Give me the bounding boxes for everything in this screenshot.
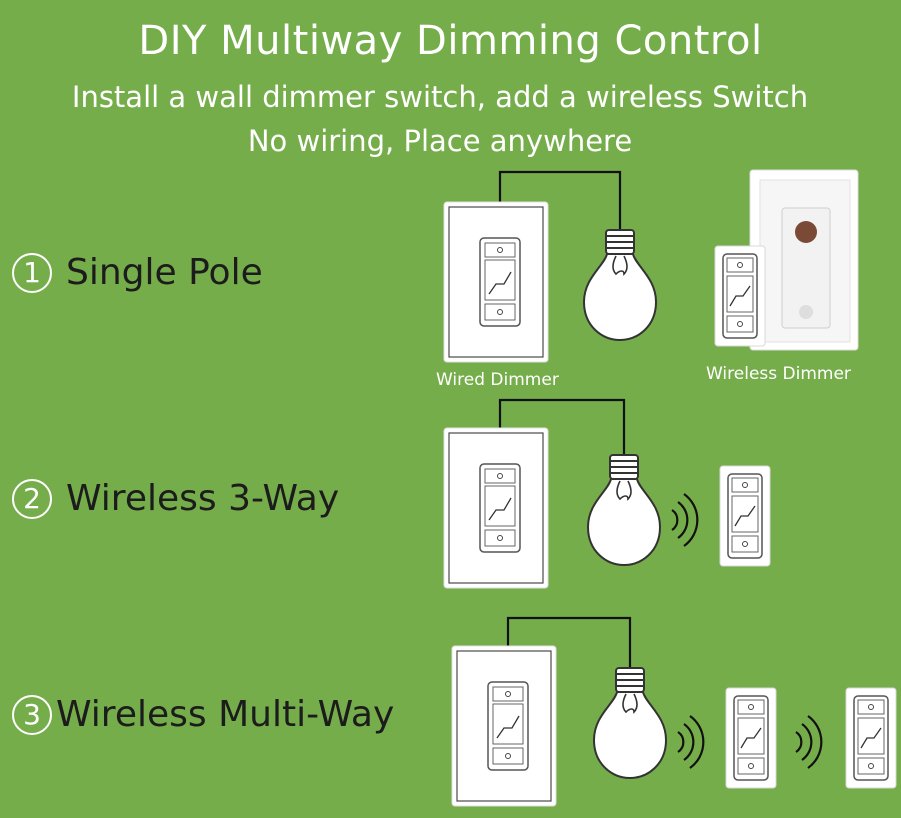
wired-dimmer-switch-icon [443, 201, 549, 363]
page-title: DIY Multiway Dimming Control [138, 18, 763, 64]
option-wireless-3way: 2 Wireless 3-Way [12, 478, 339, 519]
option-single-pole: 1 Single Pole [12, 252, 263, 293]
light-bulb-icon [583, 229, 657, 341]
option-label: Single Pole [66, 252, 263, 293]
light-bulb-icon [593, 667, 667, 779]
wireless-dimmer-caption: Wireless Dimmer [706, 364, 851, 384]
wireless-signal-icon [794, 714, 823, 770]
wired-dimmer-caption: Wired Dimmer [436, 370, 559, 390]
wired-dimmer-switch-icon [451, 645, 557, 807]
row2-wire [498, 398, 626, 455]
wireless-remote-icon [845, 687, 897, 789]
option-label: Wireless Multi-Way [56, 694, 395, 735]
subtitle-line-2: No wiring, Place anywhere [247, 124, 633, 158]
option-number-badge: 1 [12, 252, 52, 293]
option-number-badge: 3 [12, 694, 52, 735]
option-wireless-multiway: 3 Wireless Multi-Way [12, 694, 394, 735]
wireless-remote-icon [725, 687, 777, 789]
wireless-signal-icon [670, 492, 699, 548]
row3-wire [506, 616, 632, 668]
wireless-dimmer-product-icon [714, 169, 859, 351]
wired-dimmer-switch-icon [443, 427, 549, 589]
option-number-badge: 2 [12, 478, 52, 519]
option-label: Wireless 3-Way [66, 478, 340, 519]
wireless-signal-icon [676, 714, 705, 770]
wireless-remote-icon [719, 465, 771, 567]
light-bulb-icon [587, 454, 661, 566]
row1-wire [498, 170, 622, 230]
subtitle-line-1: Install a wall dimmer switch, add a wire… [71, 80, 809, 114]
